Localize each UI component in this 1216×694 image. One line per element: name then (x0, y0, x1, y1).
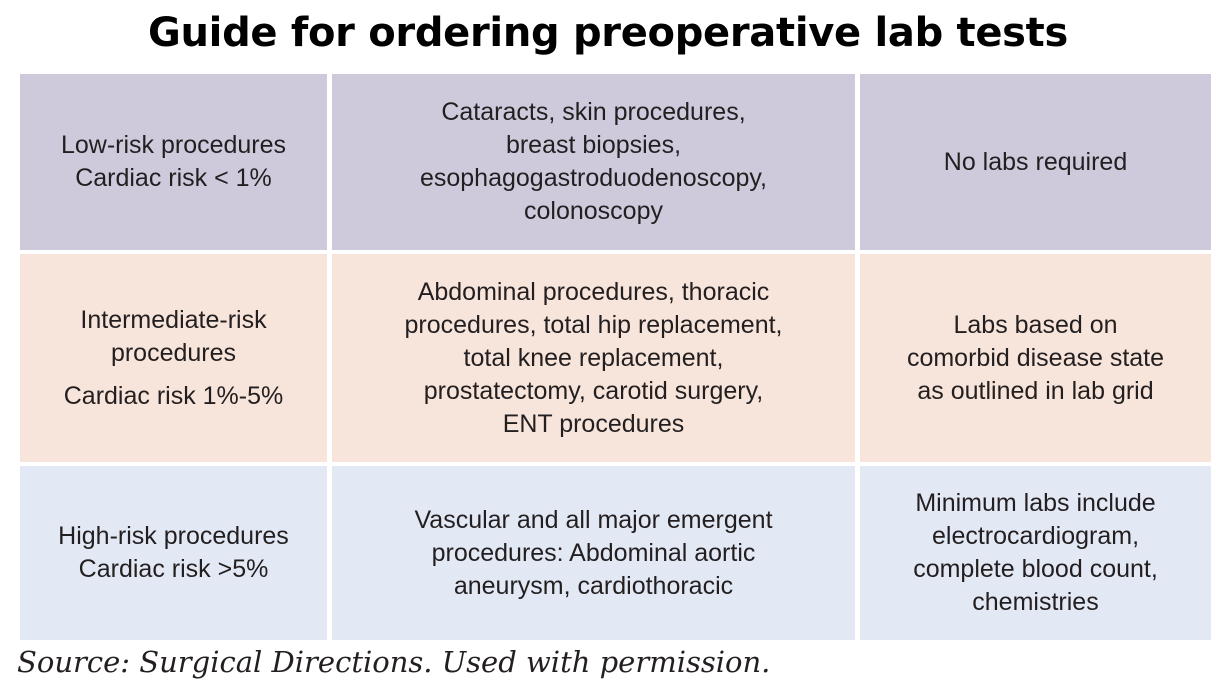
text-line: procedures, total hip replacement, (404, 310, 783, 339)
lab-recommendation-text-high-risk: Minimum labs include electrocardiogram, … (870, 487, 1201, 619)
text-line: Cardiac risk >5% (78, 555, 269, 583)
lab-recommendation-cell-intermediate-risk: Labs based on comorbid disease state as … (860, 254, 1211, 462)
text-line: esophagogastroduodenoscopy, (419, 164, 768, 192)
procedures-text-high-risk: Vascular and all major emergent procedur… (342, 504, 845, 603)
procedures-cell-intermediate-risk: Abdominal procedures, thoracic procedure… (332, 254, 855, 462)
text-line: Labs based on (953, 310, 1118, 339)
text-line: Abdominal procedures, thoracic (417, 277, 770, 306)
risk-category-text-low-risk: Low-risk procedures Cardiac risk < 1% (30, 129, 317, 195)
text-line: Low-risk procedures (60, 131, 287, 159)
risk-category-cell-high-risk: High-risk procedures Cardiac risk >5% (20, 466, 327, 640)
procedures-cell-high-risk: Vascular and all major emergent procedur… (332, 466, 855, 640)
text-line: No labs required (943, 147, 1128, 176)
text-line: ENT procedures (502, 409, 685, 438)
text-line: Vascular and all major emergent (414, 505, 773, 534)
table-row: High-risk procedures Cardiac risk >5% Va… (20, 466, 1211, 640)
page-title: Guide for ordering preoperative lab test… (147, 10, 1069, 56)
text-line: Cataracts, skin procedures, (441, 98, 746, 126)
text-line: Intermediate-risk (80, 305, 267, 334)
text-line: colonoscopy (524, 197, 663, 225)
lab-recommendation-text-intermediate-risk: Labs based on comorbid disease state as … (870, 309, 1201, 408)
text-line: procedures (110, 338, 237, 367)
lab-recommendation-cell-high-risk: Minimum labs include electrocardiogram, … (860, 466, 1211, 640)
text-line: chemistries (972, 588, 1099, 616)
table-row: Low-risk procedures Cardiac risk < 1% Ca… (20, 74, 1211, 250)
table-row: Intermediate-risk procedures Cardiac ris… (20, 254, 1211, 462)
risk-category-cell-low-risk: Low-risk procedures Cardiac risk < 1% (20, 74, 327, 250)
text-line: comorbid disease state (906, 343, 1165, 372)
text-line: Minimum labs include (915, 489, 1156, 517)
risk-category-text-intermediate-risk: Intermediate-risk procedures Cardiac ris… (30, 304, 317, 413)
text-line: electrocardiogram, (931, 522, 1140, 550)
text-line: complete blood count, (913, 555, 1158, 583)
source-attribution: Source: Surgical Directions. Used with p… (17, 645, 771, 679)
text-line: breast biopsies, (505, 131, 682, 159)
line-spacer (30, 370, 317, 380)
lab-recommendation-text-low-risk: No labs required (870, 146, 1201, 179)
text-line: procedures: Abdominal aortic (431, 538, 756, 567)
risk-category-text-high-risk: High-risk procedures Cardiac risk >5% (30, 520, 317, 586)
text-line: total knee replacement, (463, 343, 724, 372)
procedures-text-intermediate-risk: Abdominal procedures, thoracic procedure… (342, 276, 845, 441)
preoperative-lab-guide-table: Low-risk procedures Cardiac risk < 1% Ca… (15, 70, 1216, 644)
text-line: High-risk procedures (58, 522, 289, 550)
procedures-text-low-risk: Cataracts, skin procedures, breast biops… (342, 96, 845, 228)
table-body: Low-risk procedures Cardiac risk < 1% Ca… (20, 74, 1211, 640)
text-line: Cardiac risk < 1% (75, 164, 272, 192)
text-line: aneurysm, cardiothoracic (453, 571, 734, 600)
procedures-cell-low-risk: Cataracts, skin procedures, breast biops… (332, 74, 855, 250)
risk-category-cell-intermediate-risk: Intermediate-risk procedures Cardiac ris… (20, 254, 327, 462)
text-line: Cardiac risk 1%-5% (63, 381, 284, 410)
text-line: prostatectomy, carotid surgery, (423, 376, 764, 405)
text-line: as outlined in lab grid (917, 376, 1154, 405)
lab-recommendation-cell-low-risk: No labs required (860, 74, 1211, 250)
